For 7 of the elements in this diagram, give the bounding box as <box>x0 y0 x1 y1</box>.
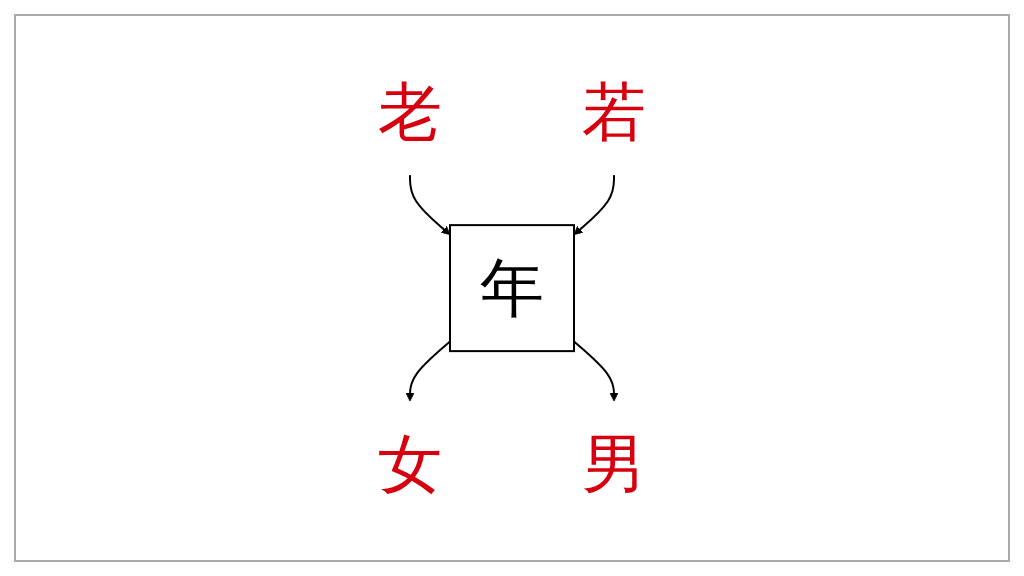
arrow <box>409 174 451 235</box>
node-text: 老 <box>378 74 442 149</box>
node-text: 男 <box>582 426 646 501</box>
node-text: 若 <box>582 74 646 149</box>
node-box: 年 <box>449 224 575 352</box>
arrow <box>405 340 451 402</box>
node-text: 女 <box>378 426 442 501</box>
